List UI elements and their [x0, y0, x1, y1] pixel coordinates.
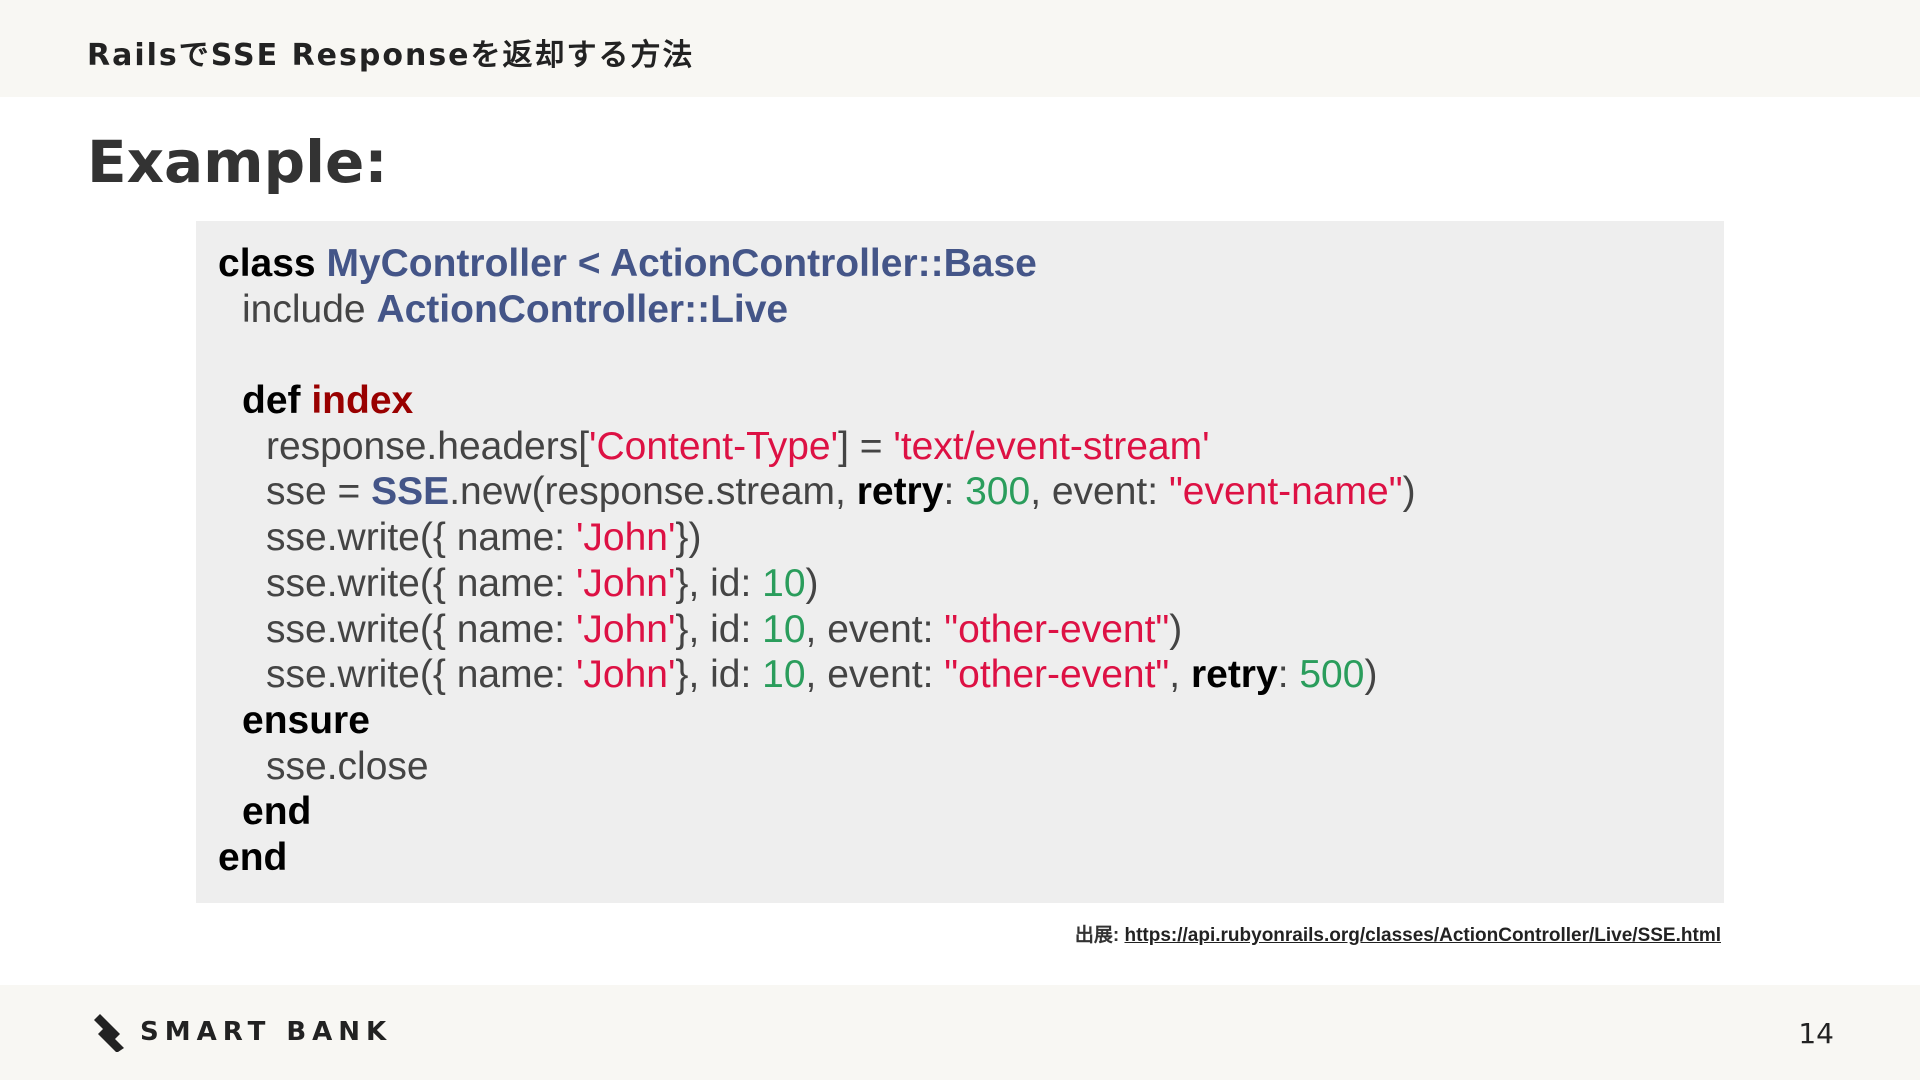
- code-method-name: index: [300, 379, 414, 423]
- code-text: sse.close: [266, 744, 429, 788]
- code-text: ): [1402, 470, 1416, 514]
- code-string: "other-event": [944, 653, 1170, 697]
- code-text: sse.write({ name:: [266, 607, 576, 651]
- code-text: .new(response.stream,: [449, 470, 857, 514]
- code-text: :: [943, 470, 966, 514]
- code-string: "other-event": [944, 607, 1170, 651]
- code-string: 'Content-Type': [589, 424, 839, 468]
- code-number: 10: [762, 561, 806, 605]
- code-string: 'John': [575, 516, 676, 560]
- code-keyword: class: [218, 242, 316, 285]
- code-class-name: MyController < ActionController::Base: [315, 242, 1037, 285]
- logo-text: SMART BANK: [140, 1017, 393, 1047]
- code-line-7: sse.write({ name: 'John'}): [218, 515, 1724, 561]
- code-string: 'John': [575, 561, 676, 605]
- source-link[interactable]: https://api.rubyonrails.org/classes/Acti…: [1124, 925, 1721, 946]
- code-line-11: ensure: [218, 698, 1724, 744]
- code-text: response.headers[: [266, 424, 590, 468]
- footer-band: [0, 985, 1920, 1080]
- code-text: ,: [1169, 653, 1191, 697]
- code-line-9: sse.write({ name: 'John'}, id: 10, event…: [218, 607, 1724, 653]
- code-line-14: end: [218, 835, 1724, 881]
- code-block: class MyController < ActionController::B…: [196, 221, 1724, 903]
- code-string: 'John': [575, 653, 676, 697]
- page-number: 14: [1798, 1017, 1834, 1050]
- code-text: ): [805, 561, 819, 605]
- code-text: }, id:: [675, 561, 763, 605]
- code-text: , event:: [805, 653, 945, 697]
- code-keyword: def: [242, 379, 301, 423]
- slide-heading: RailsでSSE Responseを返却する方法: [87, 38, 695, 73]
- code-class-name: SSE: [371, 470, 450, 514]
- code-keyword: end: [242, 790, 312, 834]
- code-keyword: ensure: [242, 698, 370, 742]
- code-number: 10: [762, 653, 806, 697]
- code-text: ): [1364, 653, 1378, 697]
- code-line-8: sse.write({ name: 'John'}, id: 10): [218, 561, 1724, 607]
- code-line-4: def index: [218, 378, 1724, 424]
- code-text: }, id:: [675, 653, 763, 697]
- code-text: sse =: [266, 470, 372, 514]
- code-string: 'John': [575, 607, 676, 651]
- code-text: sse.write({ name:: [266, 516, 576, 560]
- code-text: }, id:: [675, 607, 763, 651]
- code-string: 'text/event-stream': [893, 424, 1210, 468]
- code-line-2: include ActionController::Live: [218, 287, 1724, 333]
- code-text: include: [242, 287, 377, 331]
- code-line-6: sse = SSE.new(response.stream, retry: 30…: [218, 469, 1724, 515]
- code-text: :: [1277, 653, 1300, 697]
- code-line-5: response.headers['Content-Type'] = 'text…: [218, 424, 1724, 470]
- company-logo: SMART BANK: [92, 1012, 392, 1052]
- code-text: sse.write({ name:: [266, 653, 576, 697]
- header-band: [0, 0, 1920, 97]
- code-number: 10: [762, 607, 806, 651]
- code-text: , event:: [805, 607, 945, 651]
- code-keyword: retry: [856, 470, 944, 514]
- code-text: , event:: [1030, 470, 1169, 514]
- code-text: ] =: [838, 424, 894, 468]
- code-line-blank: [218, 332, 1724, 378]
- source-citation: 出展: https://api.rubyonrails.org/classes/…: [1075, 920, 1721, 947]
- code-line-1: class MyController < ActionController::B…: [218, 241, 1724, 287]
- code-string: "event-name": [1168, 470, 1403, 514]
- code-number: 500: [1299, 653, 1365, 697]
- code-line-12: sse.close: [218, 744, 1724, 790]
- code-number: 300: [965, 470, 1031, 514]
- section-title: Example:: [87, 128, 388, 196]
- code-text: }): [675, 516, 702, 560]
- code-class-name: ActionController::Live: [376, 287, 789, 331]
- source-label: 出展:: [1074, 925, 1125, 946]
- smartbank-logo-icon: [94, 1014, 124, 1052]
- code-text: sse.write({ name:: [266, 561, 576, 605]
- code-line-10: sse.write({ name: 'John'}, id: 10, event…: [218, 652, 1724, 698]
- code-keyword: retry: [1190, 653, 1278, 697]
- code-text: ): [1169, 607, 1183, 651]
- code-keyword: end: [218, 835, 288, 879]
- code-line-13: end: [218, 789, 1724, 835]
